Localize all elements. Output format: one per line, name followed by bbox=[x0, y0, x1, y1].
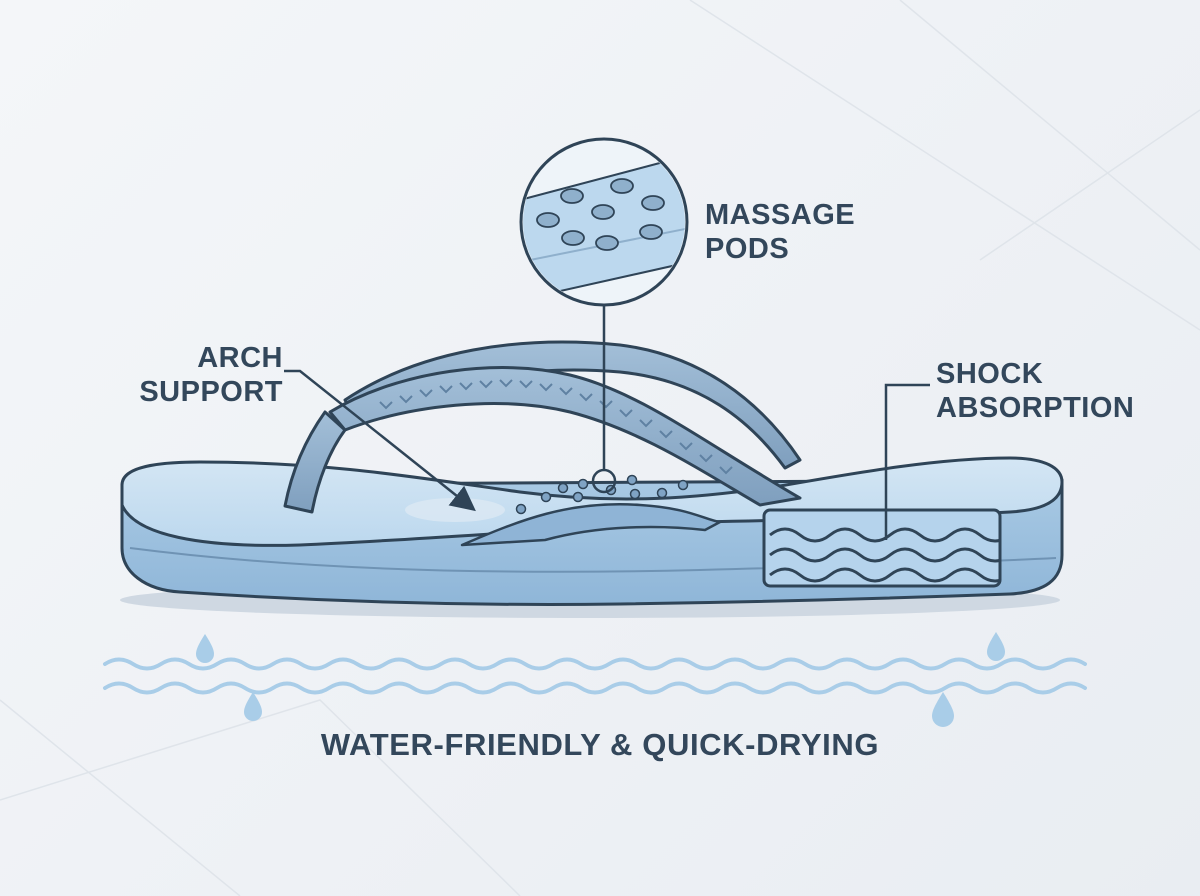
droplet-icon bbox=[932, 692, 954, 727]
arch-highlight bbox=[405, 498, 505, 522]
massage-pods-label-line1: MASSAGE bbox=[705, 199, 856, 231]
strap-texture bbox=[379, 379, 733, 475]
massage-pods-label: MASSAGE PODS bbox=[705, 198, 855, 266]
droplet-icon bbox=[987, 632, 1005, 661]
droplet-icon bbox=[196, 634, 214, 663]
shock-absorption-label-line1: SHOCK bbox=[936, 358, 1044, 390]
strap-front bbox=[328, 366, 802, 507]
footer-caption: WATER-FRIENDLY & QUICK-DRYING bbox=[320, 727, 880, 762]
droplet-icon bbox=[244, 692, 262, 721]
shock-absorption-label: SHOCK ABSORPTION bbox=[936, 357, 1134, 425]
massage-pods-focus-ring bbox=[591, 468, 617, 494]
arch-support-label-line2: SUPPORT bbox=[139, 376, 283, 408]
arch-support-label: ARCH SUPPORT bbox=[138, 341, 283, 409]
arch-support-leader bbox=[284, 369, 476, 512]
toe-post bbox=[283, 410, 347, 514]
sole-massage-pods bbox=[515, 474, 689, 515]
shock-absorption-label-line2: ABSORPTION bbox=[936, 392, 1135, 424]
shock-absorption-leader bbox=[884, 383, 930, 540]
arch-bump bbox=[460, 503, 722, 547]
shock-absorption-cutaway bbox=[762, 508, 1002, 588]
water-waves bbox=[103, 657, 1087, 695]
arch-support-label-line1: ARCH bbox=[197, 342, 283, 374]
massage-pods-label-line2: PODS bbox=[705, 233, 790, 265]
sole-top bbox=[120, 456, 1064, 547]
massage-pods-magnifier bbox=[519, 137, 689, 494]
water-droplets bbox=[196, 632, 1005, 727]
